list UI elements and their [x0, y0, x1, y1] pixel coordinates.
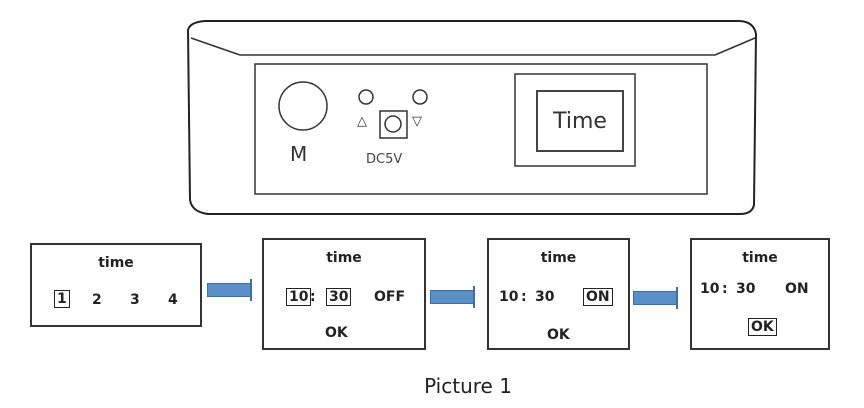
m-button: [278, 81, 328, 131]
step-2-minute: 30: [326, 288, 352, 306]
step-1-item-4: 4: [168, 292, 178, 308]
step-4-state: ON: [785, 281, 809, 297]
step-3-box: time 10 : 30 ON OK: [487, 238, 630, 350]
device-illustration: [186, 20, 758, 215]
step-1-box: time 1 2 3 4: [30, 243, 202, 327]
power-label: DC5V: [366, 152, 403, 167]
step-2-state: OFF: [374, 289, 406, 305]
step-4-hour: 10: [700, 281, 720, 297]
device-screen: Time: [536, 90, 624, 152]
step-4-ok: OK: [748, 318, 777, 336]
step-2-hour: 10: [286, 288, 312, 306]
step-1-item-1: 1: [54, 290, 70, 308]
screen-label: Time: [553, 108, 607, 134]
step-3-hour: 10: [499, 289, 519, 305]
led-right: [412, 89, 428, 105]
up-triangle-icon: △: [357, 113, 367, 128]
arrow-3-tip: [676, 287, 678, 309]
step-3-minute: 30: [535, 289, 555, 305]
step-1-item-3: 3: [130, 292, 140, 308]
step-1-title: time: [98, 255, 134, 271]
arrow-2-tip: [473, 286, 475, 308]
step-2-title: time: [326, 250, 362, 266]
step-4-sep: :: [722, 281, 728, 297]
step-3-ok: OK: [547, 327, 570, 343]
led-left: [358, 89, 374, 105]
power-port-ring: [384, 115, 402, 133]
arrow-1: [207, 283, 251, 297]
step-1-item-2: 2: [92, 292, 102, 308]
step-2-ok: OK: [325, 325, 348, 341]
step-3-title: time: [540, 250, 577, 266]
screen-frame: [514, 73, 636, 167]
m-button-label: M: [290, 142, 308, 166]
arrow-1-tip: [250, 279, 252, 301]
step-2-box: time 10 : 30 OFF OK: [262, 238, 426, 350]
power-port: [379, 110, 408, 139]
arrow-2: [430, 290, 474, 304]
step-2-sep: :: [310, 289, 316, 305]
step-4-title: time: [742, 250, 778, 266]
step-4-minute: 30: [736, 281, 756, 297]
down-triangle-icon: ▽: [412, 113, 422, 128]
step-4-box: time 10 : 30 ON OK: [690, 238, 830, 350]
step-3-state: ON: [583, 288, 613, 306]
device-front-panel: [254, 63, 708, 195]
arrow-3: [633, 291, 677, 305]
device-top-edge-right: [714, 37, 756, 56]
step-3-sep: :: [521, 289, 527, 305]
figure-caption: Picture 1: [424, 374, 512, 398]
device-top-edge: [190, 37, 241, 56]
device-body: [186, 20, 758, 215]
